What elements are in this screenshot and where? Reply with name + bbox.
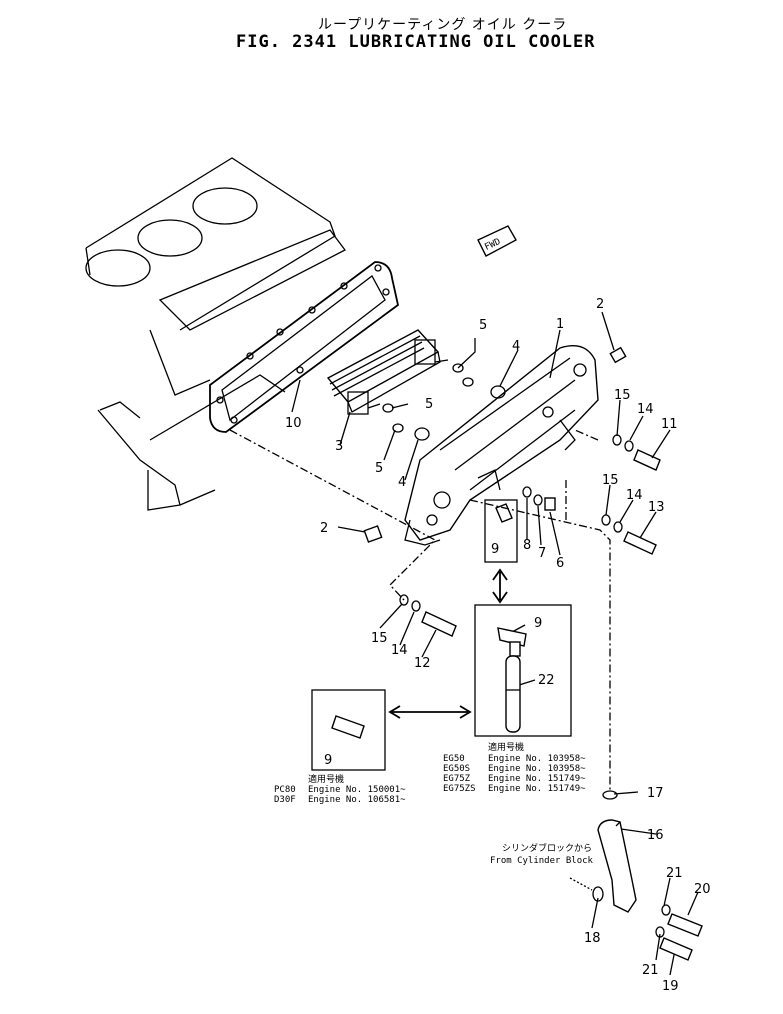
callout-14-top: 14 xyxy=(637,402,654,417)
detail-boxes xyxy=(311,499,572,771)
callout-22: 22 xyxy=(538,673,555,688)
title-japanese: ループリケーティング オイル クーラ xyxy=(318,17,568,33)
applicability-right-heading: 適用号機 xyxy=(488,741,524,753)
callout-20: 20 xyxy=(694,882,711,897)
callout-14-low: 14 xyxy=(391,643,408,658)
callout-5-top: 5 xyxy=(479,318,487,333)
app-left-model-1: PC80 xyxy=(274,785,296,795)
callout-7: 7 xyxy=(538,546,546,561)
callout-16: 16 xyxy=(647,828,664,843)
callout-2-top: 2 xyxy=(596,297,604,312)
fwd-arrow: FWD xyxy=(477,225,517,257)
app-right-text-1: Engine No. 103958~ xyxy=(488,754,586,764)
callout-15-top: 15 xyxy=(614,388,631,403)
callout-6: 6 xyxy=(556,556,564,571)
cylinder-note-jp: シリンダブロックから xyxy=(502,842,592,854)
callout-9-box: 9 xyxy=(491,542,499,557)
app-right-text-4: Engine No. 151749~ xyxy=(488,784,586,794)
callout-5-low: 5 xyxy=(375,461,383,476)
callout-15-low: 15 xyxy=(371,631,388,646)
callout-10: 10 xyxy=(285,416,302,431)
cooler-element xyxy=(326,329,449,415)
app-left-text-2: Engine No. 106581~ xyxy=(308,795,406,805)
callout-21-top: 21 xyxy=(666,866,683,881)
app-left-text-1: Engine No. 150001~ xyxy=(308,785,406,795)
cooler-housing xyxy=(404,345,599,546)
cylinder-note-en: From Cylinder Block xyxy=(490,856,594,866)
app-right-text-2: Engine No. 103958~ xyxy=(488,764,586,774)
callout-21-bottom: 21 xyxy=(642,963,659,978)
app-right-text-3: Engine No. 151749~ xyxy=(488,774,586,784)
engine-block xyxy=(85,157,346,511)
oil-pipe-assembly xyxy=(569,790,703,961)
figure-title: FIG. 2341 LUBRICATING OIL COOLER xyxy=(236,32,596,52)
callout-15-mid: 15 xyxy=(602,473,619,488)
callout-17: 17 xyxy=(647,786,664,801)
app-right-model-2: EG50S xyxy=(443,764,470,774)
callout-19: 19 xyxy=(662,979,679,994)
small-parts xyxy=(363,346,661,637)
applicability-left: 適用号機 PC80 Engine No. 150001~ D30F Engine… xyxy=(274,773,406,805)
callout-14-mid: 14 xyxy=(626,488,643,503)
callout-9-left: 9 xyxy=(324,753,332,768)
callout-1: 1 xyxy=(556,317,564,332)
callout-5-mid: 5 xyxy=(425,397,433,412)
callout-2-left: 2 xyxy=(320,521,328,536)
callout-8: 8 xyxy=(523,538,531,553)
leader-lines xyxy=(229,311,699,976)
callout-18: 18 xyxy=(584,931,601,946)
app-right-model-1: EG50 xyxy=(443,754,465,764)
callout-13: 13 xyxy=(648,500,665,515)
app-left-model-2: D30F xyxy=(274,795,296,805)
applicability-left-heading: 適用号機 xyxy=(308,773,344,785)
gasket xyxy=(209,261,400,433)
callout-4-top: 4 xyxy=(512,339,520,354)
callout-3: 3 xyxy=(335,439,343,454)
app-right-model-4: EG75ZS xyxy=(443,784,476,794)
callout-4-left: 4 xyxy=(398,475,406,490)
callout-9-right: 9 xyxy=(534,616,542,631)
cylinder-block-note: シリンダブロックから From Cylinder Block xyxy=(490,842,594,866)
callout-labels: 1 2 2 3 4 4 5 5 5 6 7 8 9 9 9 10 11 12 1… xyxy=(285,297,711,994)
callout-11: 11 xyxy=(661,417,678,432)
app-right-model-3: EG75Z xyxy=(443,774,471,784)
callout-12: 12 xyxy=(414,656,431,671)
applicability-right: 適用号機 EG50 Engine No. 103958~ EG50S Engin… xyxy=(443,741,586,794)
